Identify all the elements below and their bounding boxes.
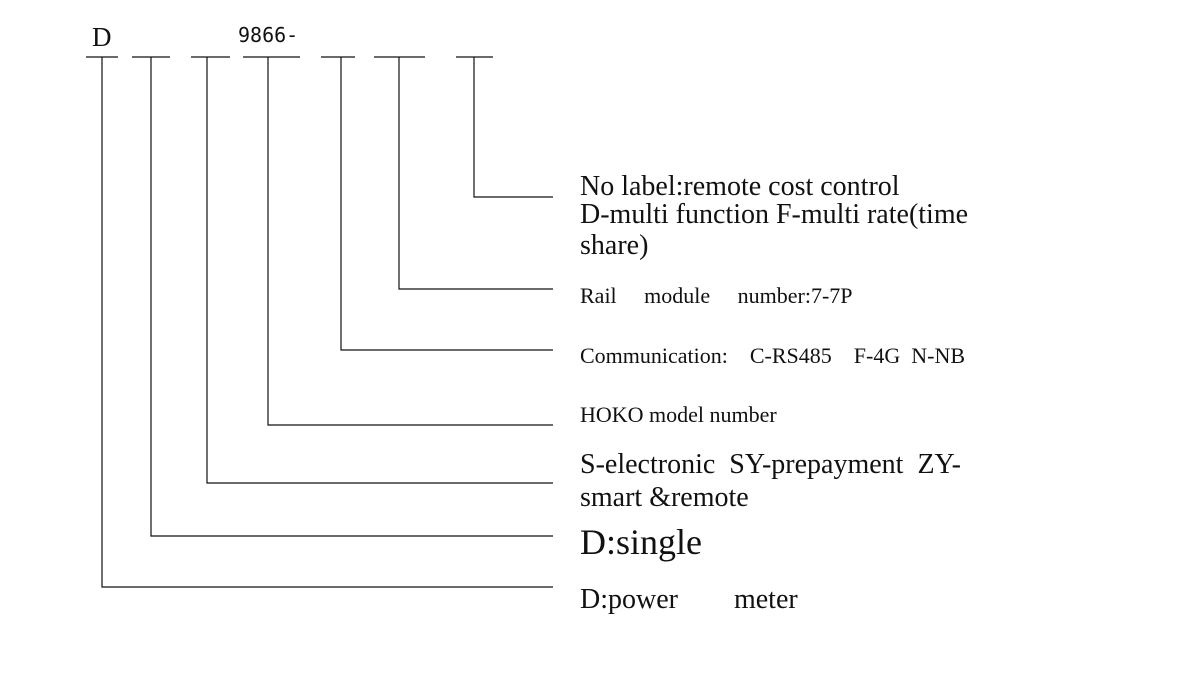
desc-model: HOKO model number [580, 402, 777, 427]
code-prefix: D [92, 22, 112, 52]
desc-function-line1: No label:remote cost control [580, 171, 900, 202]
leader-rail [398, 57, 553, 290]
leader-single [150, 57, 553, 537]
desc-single: D:single [580, 522, 702, 562]
desc-communication: Communication: C-RS485 F-4G N-NB [580, 343, 966, 368]
leader-function [473, 57, 553, 198]
leader-power [101, 57, 553, 588]
code-model-number: 9866- [238, 23, 299, 47]
desc-rail: Rail module number:7-7P [580, 283, 853, 308]
desc-power-meter: D:power meter [580, 584, 798, 615]
leader-type [206, 57, 553, 484]
desc-type-line2: smart &remote [580, 482, 749, 513]
desc-function-line3: share) [580, 230, 649, 261]
desc-type-line1: S-electronic SY-prepayment ZY- [580, 449, 961, 480]
desc-function-line2: D-multi function F-multi rate(time [580, 199, 969, 230]
leader-comm [340, 57, 553, 351]
leader-model [267, 57, 553, 426]
